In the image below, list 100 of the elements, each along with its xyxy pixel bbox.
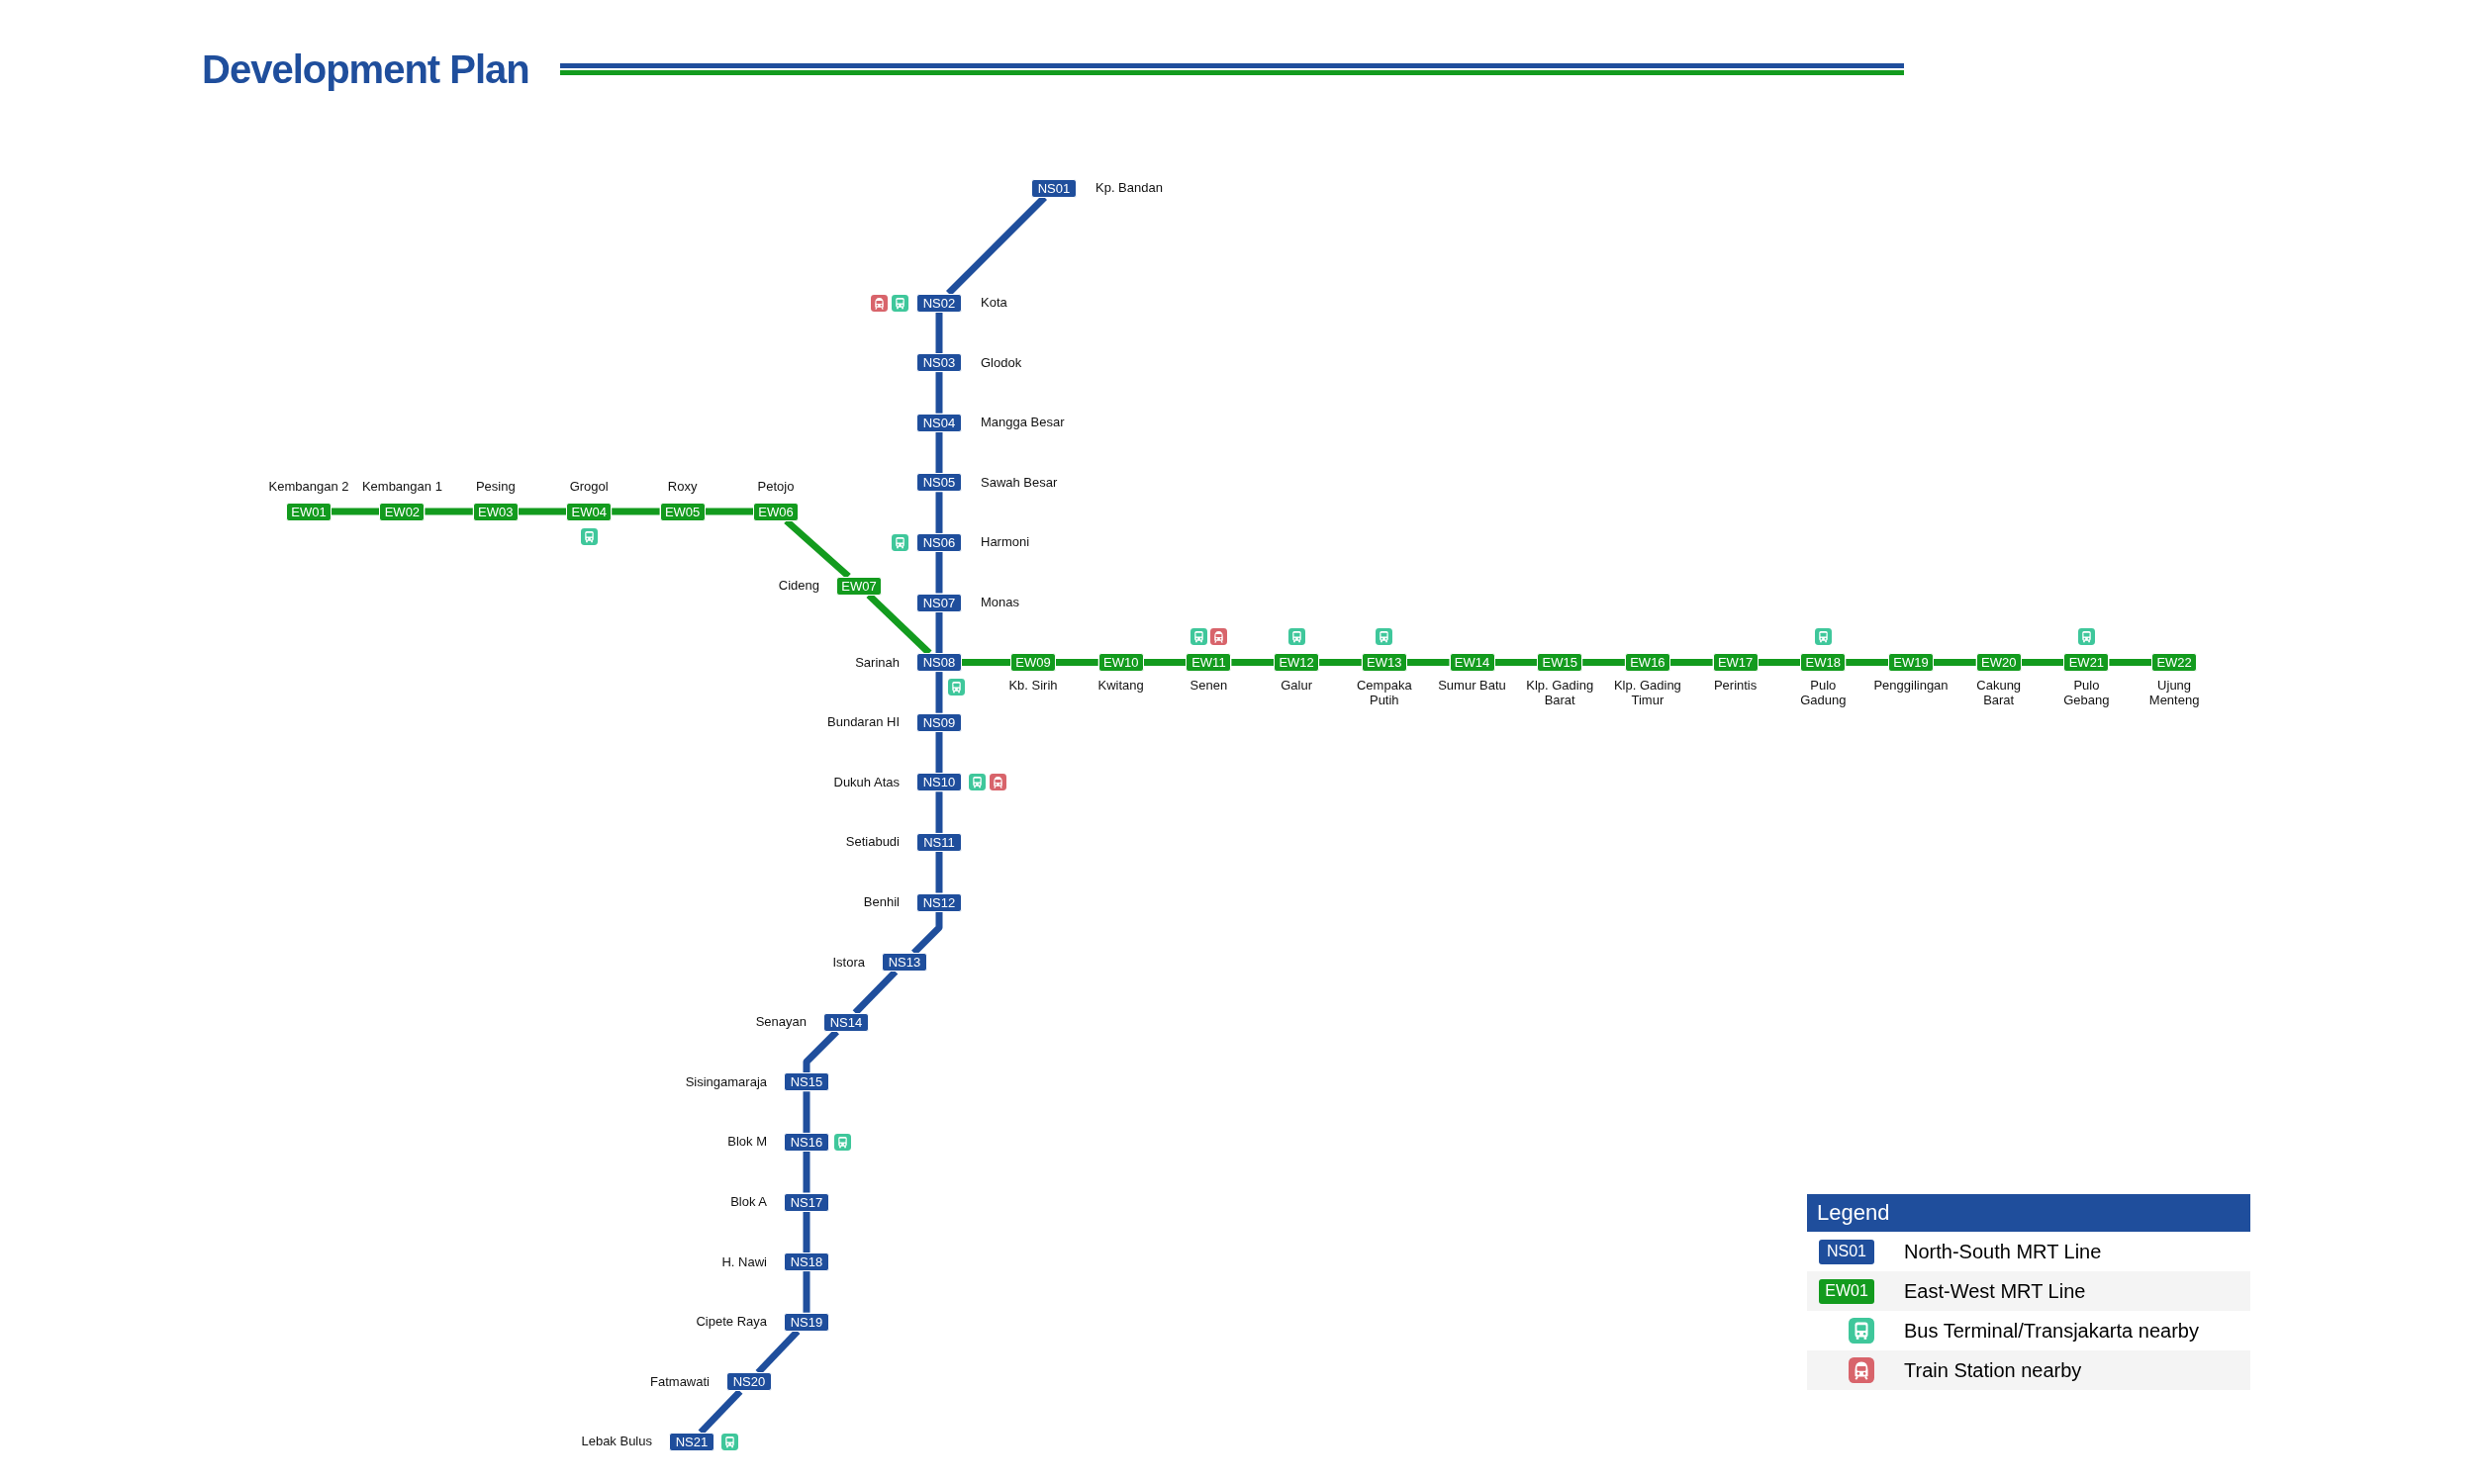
rail-line: [935, 791, 943, 833]
rail-line: [1056, 659, 1098, 667]
rail-line: [332, 508, 380, 515]
rail-line: [518, 508, 567, 515]
station-name: Istora: [832, 953, 865, 972]
rail-line: [935, 312, 943, 354]
station-name: H. Nawi: [721, 1252, 767, 1271]
station-code-badge: EW17: [1712, 653, 1759, 673]
station-name: Klp. Gading Timur: [1612, 678, 1682, 708]
station-name: Blok M: [727, 1133, 767, 1152]
station-code-badge: NS03: [916, 353, 962, 373]
rail-line: [935, 851, 943, 893]
station-code-badge: EW16: [1624, 653, 1670, 673]
station-code-badge: EW04: [566, 502, 613, 521]
rail-line: [946, 195, 1047, 296]
station-name: Benhil: [863, 893, 900, 912]
station-code-badge: NS18: [784, 1252, 829, 1272]
rail-line: [803, 1151, 810, 1193]
station-name: Pesing: [475, 478, 516, 496]
rail-line: [1582, 659, 1625, 667]
station-code-badge: EW09: [1010, 653, 1056, 673]
station-name: Fatmawati: [650, 1373, 710, 1392]
legend-title: Legend: [1807, 1194, 2250, 1232]
rail-line: [962, 659, 1010, 667]
station-code-badge: NS05: [916, 473, 962, 493]
station-code-badge: NS01: [1031, 178, 1077, 198]
station-name: Harmoni: [981, 533, 1030, 552]
station-code-badge: EW15: [1537, 653, 1583, 673]
station-code-badge: EW02: [379, 502, 426, 521]
station-code-badge: NS02: [916, 293, 962, 313]
station-name: Pulo Gebang: [2062, 678, 2111, 708]
rail-line: [803, 1271, 810, 1313]
rail-line: [1406, 659, 1450, 667]
rail-line: [935, 492, 943, 533]
station-code-badge: EW06: [753, 502, 799, 521]
rail-line: [803, 1091, 810, 1133]
station-code-badge: NS19: [784, 1312, 829, 1332]
station-code-badge: NS21: [669, 1432, 714, 1451]
station-name: Klp. Gading Barat: [1525, 678, 1595, 708]
station-name: Dukuh Atas: [833, 774, 900, 792]
rail-line: [1669, 659, 1713, 667]
rail-line: [705, 508, 753, 515]
station-name: Pulo Gadung: [1799, 678, 1848, 708]
rail-line: [935, 431, 943, 474]
rail-line: [1758, 659, 1801, 667]
station-code-badge: EW21: [2063, 653, 2110, 673]
station-name: Ujung Menteng: [2147, 678, 2201, 708]
station-code-badge: NS04: [916, 413, 962, 432]
rail-line: [1846, 659, 1888, 667]
legend-text: East-West MRT Line: [1904, 1279, 2086, 1304]
legend-text: Train Station nearby: [1904, 1358, 2082, 1383]
station-code-badge: NS08: [916, 653, 962, 673]
station-name: Cempaka Putih: [1355, 678, 1413, 708]
station-code-badge: NS14: [823, 1012, 869, 1032]
station-name: Kembangan 1: [361, 478, 442, 496]
rail-line: [935, 672, 943, 713]
station-code-badge: NS20: [726, 1372, 772, 1392]
rail-line: [2109, 659, 2152, 667]
legend-text: Bus Terminal/Transjakarta nearby: [1904, 1319, 2199, 1344]
station-code-badge: EW18: [1800, 653, 1847, 673]
station-code-badge: EW07: [836, 576, 882, 596]
station-code-badge: NS10: [916, 773, 962, 792]
station-code-badge: NS06: [916, 532, 962, 552]
rail-line: [935, 611, 943, 654]
station-code-badge: NS13: [882, 953, 927, 973]
station-code-badge: EW19: [1888, 653, 1934, 673]
line-code-badge: EW01: [1819, 1278, 1874, 1304]
station-name: Senayan: [755, 1013, 807, 1032]
rail-line: [1143, 659, 1187, 667]
station-name: Kembangan 2: [268, 478, 349, 496]
station-name: Mangga Besar: [981, 414, 1065, 432]
station-code-badge: EW20: [1975, 653, 2022, 673]
station-code-badge: NS07: [916, 593, 962, 612]
legend-text: North-South MRT Line: [1904, 1240, 2102, 1264]
station-name: Sisingamaraja: [685, 1073, 767, 1092]
station-code-badge: NS17: [784, 1192, 829, 1212]
station-name: Bundaran HI: [827, 713, 900, 732]
station-code-badge: EW13: [1361, 653, 1407, 673]
station-name: Kota: [981, 294, 1007, 313]
station-name: Perintis: [1713, 678, 1758, 694]
station-name: Penggilingan: [1873, 678, 1949, 694]
station-code-badge: EW11: [1186, 653, 1232, 673]
station-name: Kwitang: [1097, 678, 1144, 694]
station-name: Sawah Besar: [981, 474, 1058, 493]
station-code-badge: EW10: [1097, 653, 1144, 673]
station-code-badge: NS11: [916, 832, 962, 852]
station-name: Roxy: [667, 478, 698, 496]
station-name: Kb. Sirih: [1008, 678, 1058, 694]
rail-line: [1231, 659, 1275, 667]
station-name: Galur: [1281, 678, 1312, 694]
rail-line: [1494, 659, 1538, 667]
rail-line: [935, 731, 943, 774]
station-name: Petojo: [757, 478, 795, 496]
diagram-title: Development Plan: [202, 46, 529, 93]
line-code-badge: NS01: [1819, 1239, 1874, 1264]
station-code-badge: EW05: [659, 502, 706, 521]
rail-line: [2021, 659, 2064, 667]
station-name: Cipete Raya: [696, 1313, 767, 1332]
station-code-badge: NS15: [784, 1072, 829, 1092]
station-name: Cideng: [778, 577, 819, 596]
